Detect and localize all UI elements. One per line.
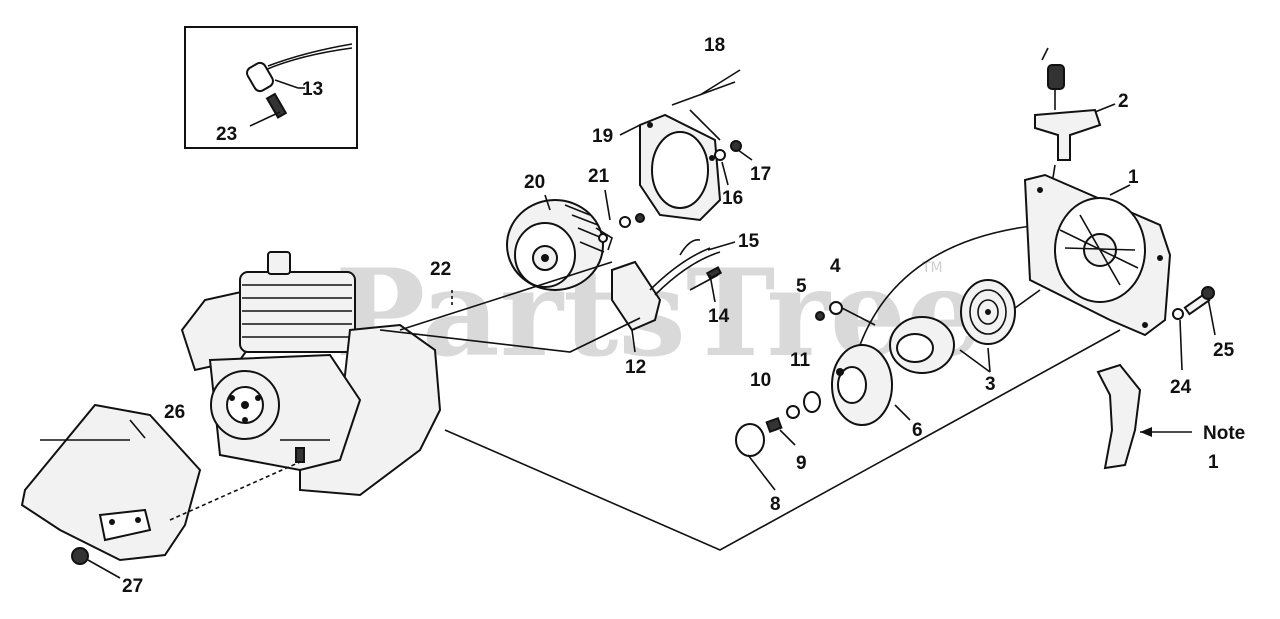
assembly-lines (379, 261, 1121, 551)
callout-21: 21 (588, 166, 610, 187)
watermark-trademark: TM (921, 260, 943, 276)
note-number: 1 (1208, 452, 1219, 473)
callout-19: 19 (592, 126, 613, 147)
spark-plug-boot-part (246, 61, 274, 93)
fan-housing-plate-part (639, 113, 722, 222)
callout-24: 24 (1170, 377, 1192, 398)
starter-pulley-part (831, 344, 893, 426)
rope-pulley-part (889, 316, 955, 374)
starter-hardware-group (735, 301, 876, 457)
ignition-wire (264, 47, 353, 71)
clutch-cover-part (20, 403, 301, 565)
cylinder-spark-plug-part (267, 251, 291, 275)
callout-18: 18 (704, 35, 725, 56)
pawl-hardware-part (595, 213, 645, 251)
callout-25: 25 (1213, 340, 1235, 361)
callout-5: 5 (796, 276, 807, 297)
callout-10: 10 (750, 370, 771, 391)
callout-4: 4 (830, 256, 841, 277)
callout-2: 2 (1118, 91, 1129, 112)
callout-23: 23 (216, 124, 237, 145)
callout-16: 16 (722, 188, 743, 209)
callout-3: 3 (985, 374, 996, 395)
starter-handle-part (1034, 47, 1102, 161)
callout-17: 17 (750, 164, 771, 185)
callout-9: 9 (796, 453, 807, 474)
handle-grip-part (1096, 363, 1192, 470)
callout-13: 13 (302, 79, 323, 100)
callout-12: 12 (625, 357, 646, 378)
flywheel-part (506, 199, 605, 291)
callout-15: 15 (738, 231, 760, 252)
cover-nut-part (71, 547, 89, 565)
callout-22: 22 (430, 259, 451, 280)
callout-leaders (87, 87, 1216, 579)
small-hardware-group (671, 69, 742, 161)
starter-housing-part (1023, 173, 1172, 337)
spark-plug-part (265, 92, 288, 119)
callout-1: 1 (1128, 167, 1139, 188)
callout-20: 20 (524, 172, 545, 193)
engine-assembly-part (180, 251, 442, 497)
starter-rope-part (859, 224, 1041, 346)
callout-8: 8 (770, 494, 781, 515)
recoil-spring-part (960, 279, 1041, 345)
ignition-module-part (611, 238, 723, 332)
callout-27: 27 (122, 576, 143, 597)
housing-screws (1172, 286, 1215, 320)
inset-box (184, 26, 358, 149)
callout-26: 26 (164, 402, 185, 423)
callout-11: 11 (790, 350, 811, 371)
note-label: Note (1203, 423, 1245, 444)
callout-6: 6 (912, 420, 923, 441)
callout-14: 14 (708, 306, 730, 327)
